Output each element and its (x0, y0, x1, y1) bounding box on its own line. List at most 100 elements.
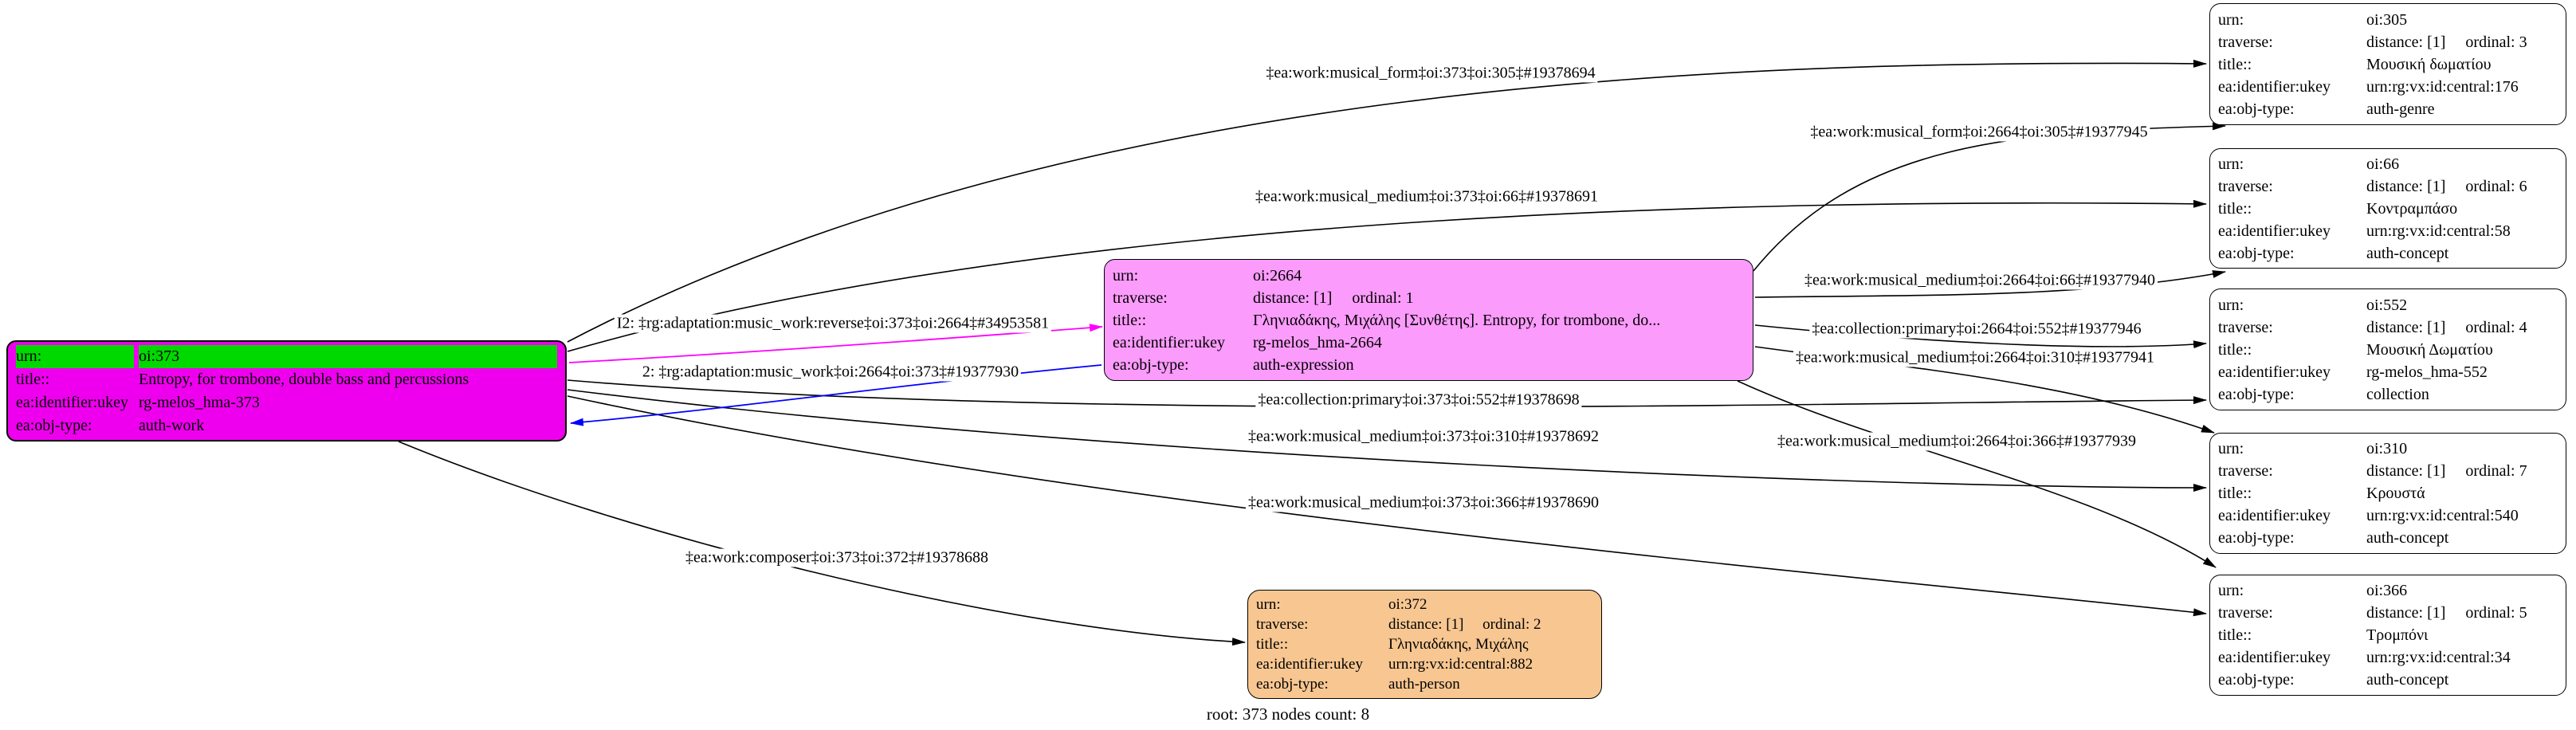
node-field-row: ea:identifier:ukey urn:rg:vx:id:central:… (2218, 646, 2558, 669)
field-value: distance: [1] ordinal: 3 (2366, 33, 2527, 51)
field-value: distance: [1] ordinal: 6 (2366, 177, 2527, 195)
edge-2664-305 (1753, 122, 2226, 272)
node-field-row: ea:identifier:ukey rg-melos_hma-2664 (1113, 332, 1745, 354)
node-oi-66-concept[interactable]: urn: oi:66 traverse: distance: [1] ordin… (2209, 148, 2566, 269)
node-field-row: urn: oi:366 (2218, 579, 2558, 602)
node-oi-552-collection[interactable]: urn: oi:552 traverse: distance: [1] ordi… (2209, 288, 2566, 410)
field-label: traverse: (2218, 177, 2273, 195)
field-value: rg-melos_hma-2664 (1253, 333, 1382, 351)
field-label: title:: (1256, 636, 1289, 653)
edge-label-adaptation-reverse: I2: ‡rg:adaptation:music_work:reverse‡oi… (614, 314, 1052, 333)
field-label: ea:identifier:ukey (2218, 507, 2331, 524)
field-label: traverse: (2218, 318, 2273, 336)
field-value: oi:372 (1388, 596, 1427, 613)
field-value: oi:305 (2366, 10, 2408, 29)
field-label: ea:identifier:ukey (1113, 333, 1226, 351)
node-field-row: urn: oi:66 (2218, 153, 2558, 175)
field-value: auth-person (1388, 676, 1460, 693)
edge-2664-373 (570, 364, 1102, 426)
field-value: Entropy, for trombone, double bass and p… (139, 370, 469, 388)
node-field-row: urn: oi:552 (2218, 294, 2558, 316)
node-field-row: title:: Γληνιαδάκης, Μιχάλης [Συνθέτης].… (1113, 309, 1745, 332)
field-value: auth-work (139, 416, 205, 434)
graph-caption: root: 373 nodes count: 8 (1206, 704, 1370, 724)
edge-label-musical-medium-2664-366: ‡ea:work:musical_medium‡oi:2664‡oi:366‡#… (1775, 432, 2138, 451)
field-value: urn:rg:vx:id:central:540 (2366, 507, 2519, 524)
node-field-row: ea:identifier:ukey urn:rg:vx:id:central:… (2218, 504, 2558, 527)
node-field-row: traverse: distance: [1] ordinal: 5 (2218, 602, 2558, 624)
field-value: auth-concept (2366, 529, 2449, 547)
node-field-row: ea:identifier:ukey rg-melos_hma-552 (2218, 361, 2558, 383)
field-label: traverse: (2218, 462, 2273, 480)
node-oi-373-root-work[interactable]: urn: oi:373 title:: Entropy, for trombon… (6, 340, 567, 442)
field-value: collection (2366, 385, 2429, 403)
edge-373-66 (567, 199, 2207, 352)
node-field-row: ea:identifier:ukey rg-melos_hma-373 (16, 391, 557, 414)
field-label: title:: (16, 370, 50, 388)
edge-label-musical-medium-373-310: ‡ea:work:musical_medium‡oi:373‡oi:310‡#1… (1246, 427, 1601, 446)
field-label: title:: (2218, 626, 2252, 644)
node-oi-310-concept[interactable]: urn: oi:310 traverse: distance: [1] ordi… (2209, 433, 2566, 554)
node-field-row: ea:identifier:ukey urn:rg:vx:id:central:… (2218, 76, 2558, 98)
edge-label-collection-2664-552: ‡ea:collection:primary‡oi:2664‡oi:552‡#1… (1809, 320, 2144, 339)
edge-label-musical-medium-373-66: ‡ea:work:musical_medium‡oi:373‡oi:66‡#19… (1253, 187, 1600, 206)
field-value: oi:310 (2366, 440, 2408, 457)
field-label: ea:obj-type: (2218, 244, 2295, 262)
edge-373-305 (567, 59, 2207, 343)
field-value: auth-expression (1253, 355, 1354, 374)
field-value: oi:373 (139, 344, 557, 368)
edge-373-372 (398, 441, 1246, 646)
field-label: ea:identifier:ukey (2218, 649, 2331, 666)
field-label: urn: (1113, 266, 1139, 285)
node-oi-305-genre[interactable]: urn: oi:305 traverse: distance: [1] ordi… (2209, 3, 2566, 125)
node-field-row: ea:obj-type: auth-genre (2218, 98, 2558, 120)
edge-label-musical-medium-2664-66: ‡ea:work:musical_medium‡oi:2664‡oi:66‡#1… (1802, 271, 2158, 290)
field-label: ea:identifier:ukey (1256, 656, 1363, 673)
node-field-row: title:: Μουσική Δωματίου (2218, 339, 2558, 361)
field-label: urn: (2218, 155, 2244, 173)
field-value: urn:rg:vx:id:central:58 (2366, 222, 2511, 240)
node-field-row: urn: oi:373 (16, 344, 557, 368)
edge-label-musical-medium-2664-310: ‡ea:work:musical_medium‡oi:2664‡oi:310‡#… (1793, 348, 2157, 367)
node-oi-2664-expression[interactable]: urn: oi:2664 traverse: distance: [1] ord… (1104, 259, 1753, 381)
node-field-row: title:: Κοντραμπάσο (2218, 198, 2558, 220)
node-field-row: urn: oi:372 (1256, 595, 1593, 614)
field-label: traverse: (1113, 288, 1168, 307)
edge-373-310 (567, 389, 2207, 492)
field-label: ea:obj-type: (16, 416, 92, 434)
field-value: urn:rg:vx:id:central:882 (1388, 656, 1533, 673)
node-field-row: ea:obj-type: collection (2218, 383, 2558, 406)
node-field-row: traverse: distance: [1] ordinal: 2 (1256, 614, 1593, 634)
field-label: ea:identifier:ukey (2218, 222, 2331, 240)
field-value: distance: [1] ordinal: 1 (1253, 288, 1414, 307)
node-field-row: traverse: distance: [1] ordinal: 6 (2218, 175, 2558, 198)
field-value: urn:rg:vx:id:central:34 (2366, 649, 2511, 666)
field-value: distance: [1] ordinal: 4 (2366, 318, 2527, 336)
node-oi-366-concept[interactable]: urn: oi:366 traverse: distance: [1] ordi… (2209, 575, 2566, 696)
field-label: urn: (2218, 582, 2244, 599)
field-label: ea:obj-type: (2218, 671, 2295, 689)
field-label: traverse: (1256, 616, 1309, 633)
node-field-row: traverse: distance: [1] ordinal: 4 (2218, 316, 2558, 339)
field-value: Κοντραμπάσο (2366, 199, 2458, 218)
field-value: oi:66 (2366, 155, 2400, 173)
field-label: ea:obj-type: (1256, 676, 1329, 693)
field-value: rg-melos_hma-552 (2366, 363, 2488, 381)
node-oi-372-person[interactable]: urn: oi:372 traverse: distance: [1] ordi… (1247, 590, 1602, 699)
field-value: Μουσική δωματίου (2366, 55, 2492, 73)
edge-label-composer-373-372: ‡ea:work:composer‡oi:373‡oi:372‡#1937868… (683, 548, 991, 567)
node-field-row: ea:identifier:ukey urn:rg:vx:id:central:… (2218, 220, 2558, 242)
field-value: oi:552 (2366, 296, 2408, 314)
field-label: title:: (2218, 485, 2252, 502)
node-field-row: ea:obj-type: auth-concept (2218, 669, 2558, 691)
field-label: ea:obj-type: (2218, 385, 2295, 403)
field-label: urn: (1256, 596, 1281, 613)
node-field-row: ea:identifier:ukey urn:rg:vx:id:central:… (1256, 654, 1593, 674)
edge-label-collection-373-552: ‡ea:collection:primary‡oi:373‡oi:552‡#19… (1255, 391, 1582, 410)
field-value: Μουσική Δωματίου (2366, 340, 2493, 359)
node-field-row: ea:obj-type: auth-concept (2218, 527, 2558, 549)
field-label: urn: (2218, 440, 2244, 457)
edge-label-musical-form-2664-305: ‡ea:work:musical_form‡oi:2664‡oi:305‡#19… (1808, 123, 2150, 142)
field-value: distance: [1] ordinal: 5 (2366, 604, 2527, 622)
